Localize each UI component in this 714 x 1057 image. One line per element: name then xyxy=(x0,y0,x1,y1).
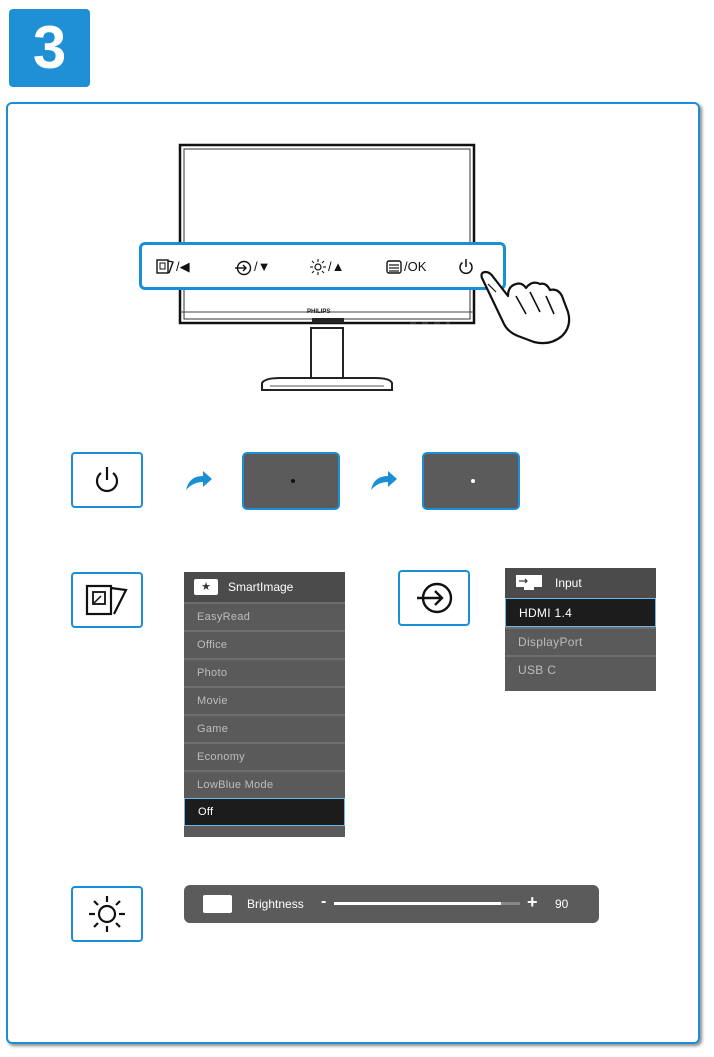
brightness-value: 90 xyxy=(555,897,569,911)
input-button-key[interactable] xyxy=(398,570,470,626)
input-icon xyxy=(417,582,453,614)
menu-item-hdmi[interactable]: HDMI 1.4 xyxy=(505,598,656,627)
brightness-icon xyxy=(89,896,125,932)
input-menu-title: Input xyxy=(555,576,582,590)
monitor-control-buttons: /◀ /▼ /▲ /OK xyxy=(139,242,506,290)
power-led-off xyxy=(291,479,295,483)
menu-item-displayport[interactable]: DisplayPort xyxy=(505,627,656,655)
menu-item-lowblue-mode[interactable]: LowBlue Mode xyxy=(184,770,345,798)
screen-off-state xyxy=(242,452,340,510)
menu-icon[interactable] xyxy=(386,260,402,274)
down-arrow-key-label: /▼ xyxy=(254,259,271,274)
ok-key-label: /OK xyxy=(404,259,427,274)
pointing-hand-icon xyxy=(480,270,571,345)
instruction-panel xyxy=(6,102,700,1044)
input-menu-header: Input xyxy=(505,568,656,598)
screen-on-state xyxy=(422,452,520,510)
menu-item-game[interactable]: Game xyxy=(184,714,345,742)
menu-item-economy[interactable]: Economy xyxy=(184,742,345,770)
menu-item-photo[interactable]: Photo xyxy=(184,658,345,686)
star-icon: ★ xyxy=(194,579,218,595)
step-number-badge: 3 xyxy=(9,9,90,87)
menu-item-movie[interactable]: Movie xyxy=(184,686,345,714)
input-menu: Input HDMI 1.4 DisplayPort USB C xyxy=(505,568,656,691)
brightness-label: Brightness xyxy=(247,897,304,911)
power-led-on xyxy=(471,479,475,483)
power-button-key[interactable] xyxy=(71,452,143,508)
curved-arrow-icon xyxy=(186,471,212,490)
monitor-illustration xyxy=(178,143,476,391)
smartimage-menu-header: ★ SmartImage xyxy=(184,572,345,602)
monitor-brand-logo: PHILIPS xyxy=(307,309,331,315)
brightness-slider-fill xyxy=(334,902,502,905)
curved-arrow-icon xyxy=(371,471,397,490)
menu-item-usb-c[interactable]: USB C xyxy=(505,655,656,683)
smartimage-icon xyxy=(85,584,128,616)
smartimage-menu-title: SmartImage xyxy=(228,580,294,594)
brightness-slider-track[interactable] xyxy=(334,902,520,905)
up-arrow-key-label: /▲ xyxy=(328,259,345,274)
brightness-plus[interactable]: + xyxy=(527,892,538,912)
monitor-icon xyxy=(516,575,542,590)
menu-item-easyread[interactable]: EasyRead xyxy=(184,602,345,630)
brightness-symbol-icon xyxy=(203,895,232,913)
brightness-bar: Brightness - + 90 xyxy=(184,885,599,923)
left-arrow-key-label: /◀ xyxy=(176,259,190,274)
smartimage-icon[interactable] xyxy=(156,259,174,275)
power-icon[interactable] xyxy=(458,258,474,275)
brightness-button-key[interactable] xyxy=(71,886,143,942)
brightness-small-icon[interactable] xyxy=(310,259,326,275)
power-icon xyxy=(95,467,119,493)
smartimage-button-key[interactable] xyxy=(71,572,143,628)
smartimage-menu: ★ SmartImage EasyRead Office Photo Movie… xyxy=(184,572,345,837)
menu-item-office[interactable]: Office xyxy=(184,630,345,658)
menu-item-off[interactable]: Off xyxy=(184,798,345,826)
input-icon[interactable] xyxy=(234,260,252,276)
brightness-minus[interactable]: - xyxy=(321,893,327,910)
